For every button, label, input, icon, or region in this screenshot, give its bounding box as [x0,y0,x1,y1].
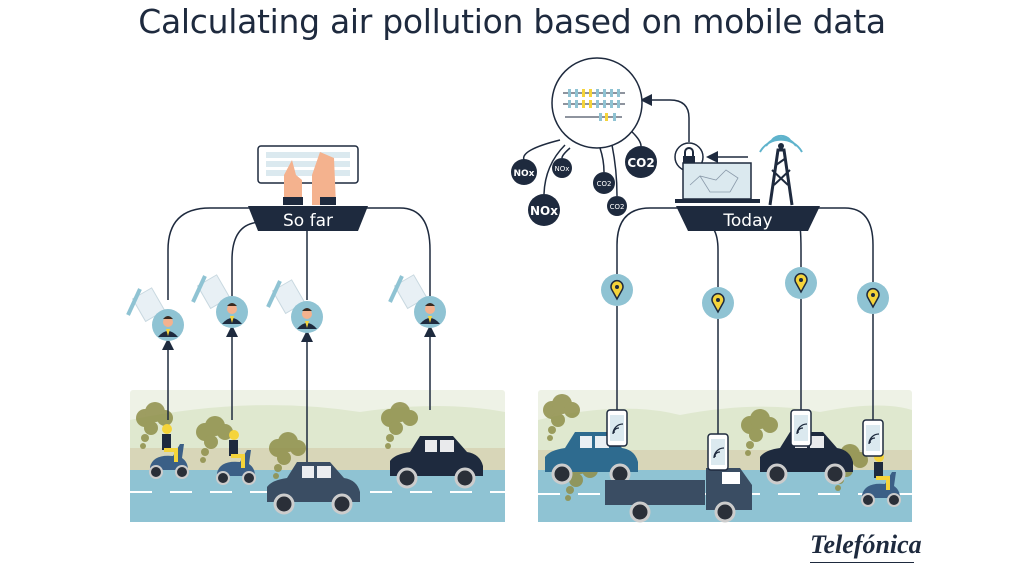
svg-text:NOx: NOx [530,204,558,218]
person-icon [291,301,323,333]
left-scene [130,390,505,522]
right-scene [538,390,912,523]
phone-icon [606,409,628,447]
location-pin-icon [701,286,735,320]
location-pin-icon [784,266,818,300]
data-hub [551,57,643,149]
so-far-label: So far [283,211,333,231]
truck [605,468,752,523]
today-banner: Today [676,206,820,231]
phone-icon [862,419,884,457]
location-pin-icon [856,281,890,315]
phone-icon [790,409,812,447]
telefonica-logo: Telefónica [810,528,922,563]
reporters [126,272,446,341]
location-pin-icon [600,273,634,307]
person-icon [152,309,184,341]
svg-text:CO2: CO2 [597,180,612,188]
keyboard-icon [257,145,359,205]
location-pins [600,266,890,320]
svg-text:NOx: NOx [555,165,570,173]
phone-icon [707,433,729,471]
today-label: Today [722,211,772,231]
cell-tower-icon [759,134,803,206]
so-far-banner: So far [248,206,368,231]
svg-text:CO2: CO2 [610,203,625,211]
pollutant-bubbles: NOx NOx NOx CO2 CO2 CO2 [511,146,657,226]
laptop-icon [675,162,760,203]
svg-text:CO2: CO2 [627,156,654,170]
person-icon [216,296,248,328]
page-title: Calculating air pollution based on mobil… [138,2,886,41]
person-icon [414,296,446,328]
svg-text:NOx: NOx [514,169,535,179]
left-tree [162,207,436,462]
